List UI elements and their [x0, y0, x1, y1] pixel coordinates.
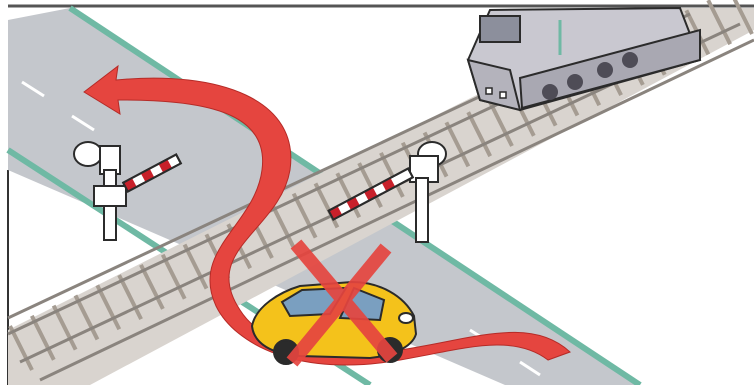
signal-lamp-left: [74, 142, 102, 166]
barrier-post-right: [416, 178, 428, 242]
